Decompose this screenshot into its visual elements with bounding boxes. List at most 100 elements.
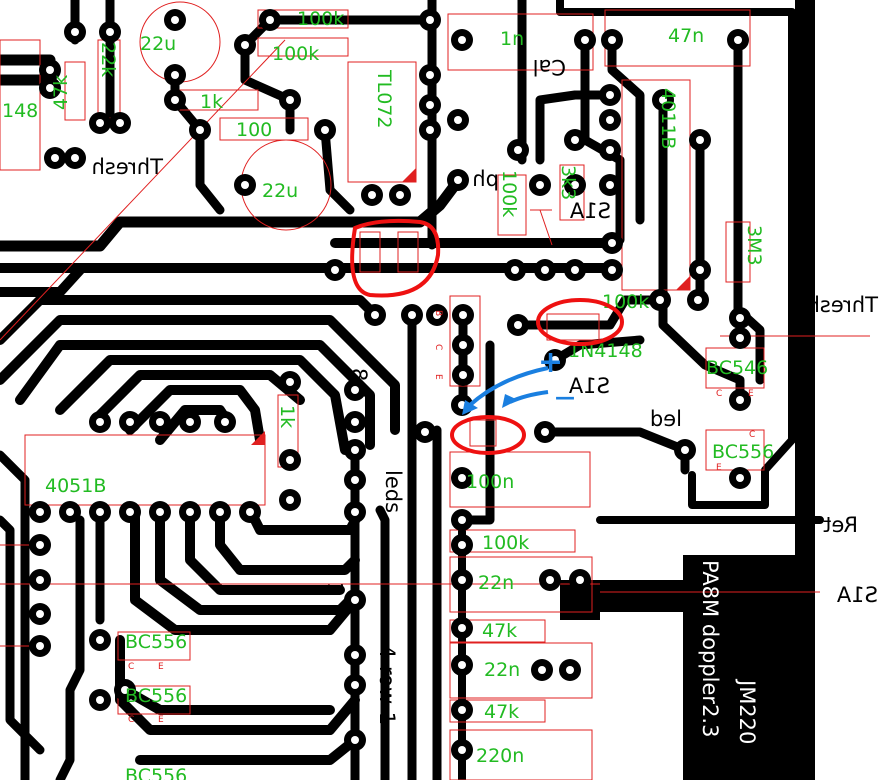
resistor-outline [219,117,309,141]
pad-drill-hole [126,418,134,426]
pad-drill-hole [171,71,179,79]
component-label: 4051B [45,475,106,497]
board-code-label: JM220 [735,678,759,744]
pad-drill-hole [458,541,466,549]
component-label: 4011B [657,88,679,149]
s1a-copper-label-2: S1A [568,374,610,398]
pad-outline [397,231,419,273]
pad-drill-hole [458,516,466,524]
fan-trace [0,315,400,435]
resistor-outline [449,529,576,553]
pad-drill-hole [736,334,744,342]
pad-drill-hole [694,296,702,304]
pad-drill-hole [351,651,359,659]
resistor-outline [559,164,585,221]
transistor-outline [117,685,191,715]
plus-sign: + [538,345,563,380]
pad-drill-hole [96,119,104,127]
component-label: 100k [602,291,649,313]
blue-arrowhead [462,400,478,415]
pad-drill-hole [736,314,744,322]
resistor-outline [497,174,527,236]
leds-copper-label: leds [381,470,405,513]
component-label: 100k [297,8,344,30]
pin1-marker [251,431,265,445]
board-edge-bar [795,0,815,555]
transistor-outline [449,295,481,387]
transistor-outline [705,347,765,389]
pad-drill-hole [656,296,664,304]
pad-drill-hole [266,16,274,24]
pad-drill-hole [696,266,704,274]
pad-drill-hole [36,610,44,618]
pad-drill-hole [126,508,134,516]
pin-letter: C [749,430,755,440]
pad-drill-hole [606,181,614,189]
pad-drill-hole [46,84,54,92]
ground-plane-notch [560,580,683,620]
pad-drill-hole [46,66,54,74]
pad-drill-hole [538,666,546,674]
highlight-circle-pads [350,218,441,298]
pin-letter: C [128,715,134,725]
pad-drill-hole [51,154,59,162]
pad-drill-hole [371,311,379,319]
ic-trace [135,735,360,765]
pad-drill-hole [351,508,359,516]
pad-drill-hole [171,96,179,104]
ic-trace [120,685,335,715]
pin-letter: C [128,662,134,672]
pin-letter: E [433,374,443,380]
component-label: BC556 [125,631,187,653]
pad-drill-hole [511,266,519,274]
resistor-outline [449,619,546,643]
pad-drill-hole [536,181,544,189]
component-label: 47k [484,701,519,723]
trace [240,40,295,135]
minus-sign: — [555,385,575,409]
pad-drill-hole [96,696,104,704]
pad-drill-hole [426,101,434,109]
pad-drill-hole [321,126,329,134]
pad-outline [359,231,381,273]
pad-drill-hole [734,36,742,44]
pin-8-copper-label: 8 [347,368,371,381]
pad-drill-hole [426,126,434,134]
ic-trace [115,635,360,735]
component-label: 22n [478,572,514,594]
component-label: TL072 [373,69,395,128]
pad-drill-hole [96,636,104,644]
trace [320,125,355,215]
trace [607,35,645,225]
pin1-marker [676,276,690,290]
pad-drill-hole [458,706,466,714]
trace-outline-right [556,0,796,509]
pad-drill-hole [454,176,462,184]
fan-trace [15,340,375,450]
pad-drill-hole [216,508,224,516]
component-label: 100k [498,170,520,217]
trace [55,515,85,780]
component-label: 22k [97,42,119,77]
pad-drill-hole [36,642,44,650]
pad-drill-hole [459,371,467,379]
pad-drill-hole [659,96,667,104]
component-label: 1n [500,28,524,50]
ground-plane-region [683,555,815,780]
pad-drill-hole [458,661,466,669]
ic-trace [185,505,345,595]
pin1-marker [402,168,416,182]
pad-drill-hole [106,28,114,36]
ic-outline [24,434,266,506]
pad-drill-hole [196,126,204,134]
component-label: 1k [200,91,223,113]
thresh-copper-label: Thresh [92,155,164,179]
diode-outline [0,39,41,171]
component-label: 148 [2,100,38,122]
resistor-outline [449,699,546,723]
pad-drill-hole [606,146,614,154]
highlight-circle-pad [450,415,526,455]
bus-trace [0,179,461,252]
